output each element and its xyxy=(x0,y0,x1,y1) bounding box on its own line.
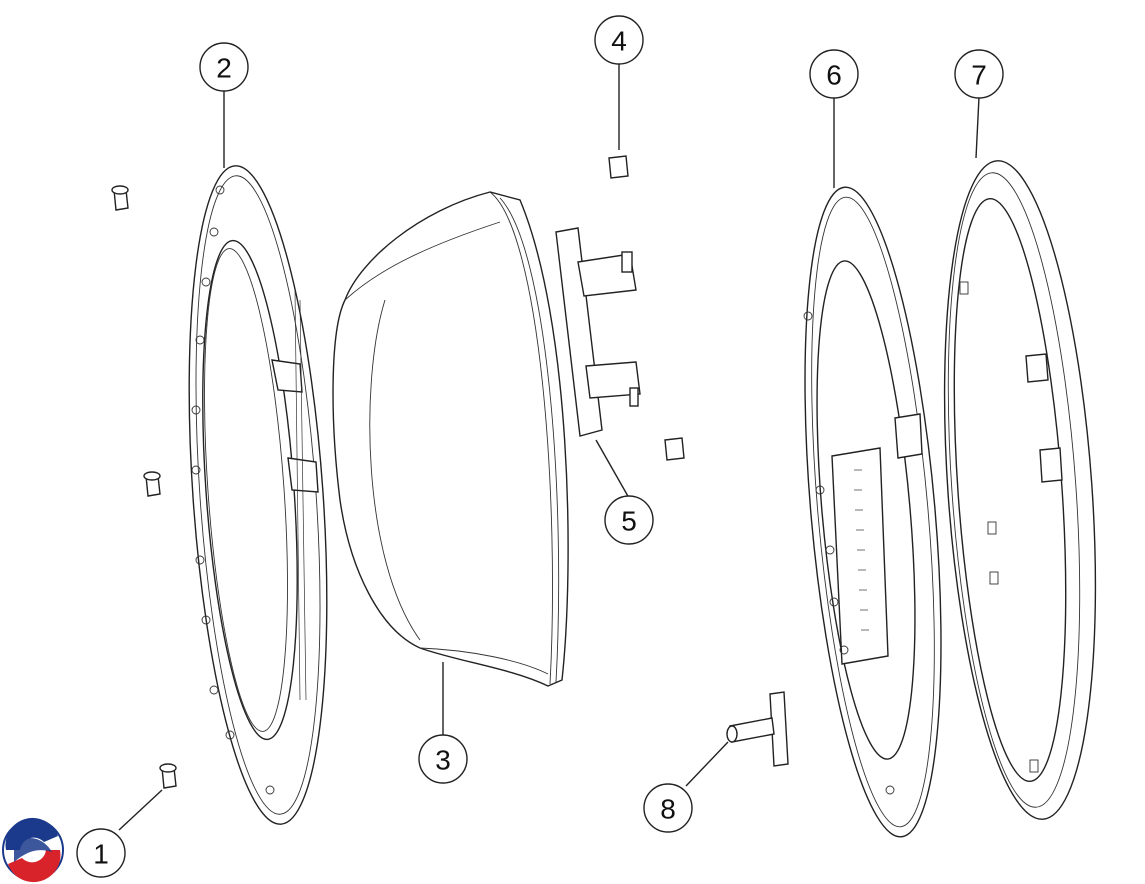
part-inner-ring xyxy=(188,165,328,825)
callout-label: 8 xyxy=(660,794,676,825)
callout-label: 3 xyxy=(435,745,451,776)
callout-label: 4 xyxy=(611,26,627,57)
part-small-block xyxy=(608,155,685,461)
callout-3: 3 xyxy=(418,734,468,784)
callout-label: 7 xyxy=(971,60,987,91)
callout-label: 5 xyxy=(621,506,637,537)
callout-2: 2 xyxy=(199,42,249,92)
leader-lines xyxy=(118,64,980,831)
callout-label: 1 xyxy=(93,839,109,870)
part-plugs xyxy=(111,185,177,789)
part-hinge xyxy=(555,227,641,437)
callout-label: 2 xyxy=(216,53,232,84)
callout-7: 7 xyxy=(954,49,1004,99)
part-glass-bowl xyxy=(332,191,569,687)
callout-label: 6 xyxy=(826,60,842,91)
part-door-frame xyxy=(803,186,942,838)
part-trim-ring xyxy=(943,160,1097,820)
callout-8: 8 xyxy=(643,783,693,833)
callout-4: 4 xyxy=(594,15,644,65)
callout-6: 6 xyxy=(809,49,859,99)
part-handle-lever xyxy=(726,691,789,767)
callout-1: 1 xyxy=(76,828,126,878)
callout-5: 5 xyxy=(604,495,654,545)
brand-logo-icon xyxy=(2,817,64,883)
